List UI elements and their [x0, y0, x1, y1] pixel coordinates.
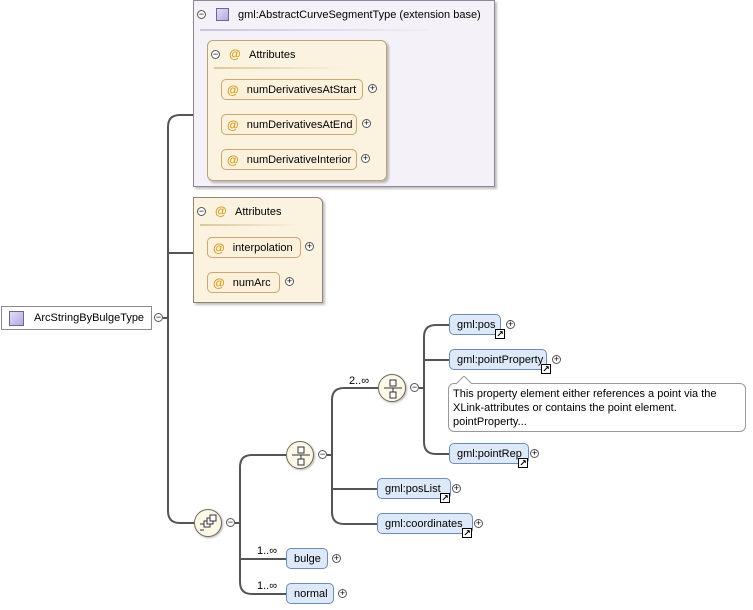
expand-icon[interactable]: + [361, 153, 370, 163]
attribute-label: interpolation [232, 241, 293, 254]
expand-icon[interactable]: + [305, 241, 314, 251]
divider [200, 224, 300, 226]
base-type-label: gml:AbstractCurveSegmentType (extension … [238, 9, 481, 21]
element-gml-coordinates[interactable]: gml:coordinates [377, 513, 473, 534]
attribute-icon: @ [227, 82, 239, 97]
attributes-group-title: Attributes [249, 49, 296, 61]
collapse-icon[interactable]: − [410, 382, 419, 392]
reference-arrow-icon: ↗ [440, 492, 450, 503]
collapse-icon[interactable]: − [197, 206, 206, 216]
tooltip-line: pointProperty... [453, 416, 527, 428]
attribute-label: numDerivativesAtEnd [246, 118, 353, 131]
divider [214, 67, 344, 69]
attribute-numArc[interactable]: @ numArc [207, 272, 280, 293]
element-label: gml:pointRep [457, 447, 522, 460]
reference-arrow-icon: ↗ [462, 527, 472, 538]
complex-type-icon [9, 310, 24, 326]
occurrence-label: 1..∞ [257, 545, 278, 557]
element-normal[interactable]: normal [286, 583, 334, 604]
element-label: gml:pos [457, 318, 496, 331]
choice-icon [384, 379, 402, 399]
attribute-label: numDerivativesAtStart [246, 83, 357, 96]
attribute-icon: @ [227, 152, 239, 167]
attribute-label: numArc [232, 276, 271, 289]
expand-icon[interactable]: + [506, 319, 515, 329]
element-label: gml:coordinates [385, 517, 463, 530]
expand-icon[interactable]: + [338, 588, 347, 598]
sequence-compositor[interactable] [194, 509, 222, 537]
element-gml-pointRep[interactable]: gml:pointRep [449, 443, 529, 464]
reference-arrow-icon: ↗ [541, 363, 551, 374]
expand-icon[interactable]: + [332, 553, 341, 563]
element-gml-pos[interactable]: gml:pos [449, 314, 501, 335]
sequence-icon [200, 514, 217, 531]
tooltip-pointer [456, 376, 472, 385]
attributes-group-title: Attributes [235, 206, 282, 218]
collapse-icon[interactable]: − [154, 312, 163, 322]
expand-icon[interactable]: + [530, 448, 539, 458]
element-label: gml:pointProperty [457, 353, 544, 366]
attribute-numDerivativesAtStart[interactable]: @ numDerivativesAtStart [221, 79, 363, 100]
element-label: gml:posList [385, 482, 441, 495]
sequence-icon [292, 446, 310, 466]
reference-arrow-icon: ↗ [518, 457, 528, 468]
expand-icon[interactable]: + [368, 83, 377, 93]
divider [200, 29, 428, 31]
collapse-icon[interactable]: − [197, 9, 206, 19]
element-gml-pointProperty[interactable]: gml:pointProperty [449, 349, 547, 370]
attribute-icon: @ [215, 204, 227, 218]
collapse-icon[interactable]: − [318, 449, 327, 459]
choice-compositor[interactable] [378, 374, 406, 402]
attribute-numDerivativeInterior[interactable]: @ numDerivativeInterior [221, 149, 357, 170]
attribute-icon: @ [213, 240, 225, 255]
element-label: normal [294, 587, 328, 600]
element-gml-posList[interactable]: gml:posList [377, 478, 451, 499]
sequence-compositor[interactable] [286, 441, 314, 469]
attribute-numDerivativesAtEnd[interactable]: @ numDerivativesAtEnd [221, 114, 357, 135]
reference-arrow-icon: ↗ [495, 328, 505, 339]
root-type-node[interactable]: ArcStringByBulgeType [1, 306, 152, 330]
expand-icon[interactable]: + [362, 118, 371, 128]
expand-icon[interactable]: + [552, 354, 561, 364]
attribute-icon: @ [213, 275, 225, 290]
complex-type-icon [216, 8, 229, 21]
attribute-label: numDerivativeInterior [246, 153, 352, 166]
documentation-tooltip: This property element either references … [448, 383, 746, 432]
attribute-interpolation[interactable]: @ interpolation [207, 237, 301, 258]
tooltip-line: This property element either references … [453, 388, 717, 400]
element-label: bulge [294, 552, 321, 565]
root-type-label: ArcStringByBulgeType [34, 312, 145, 324]
element-bulge[interactable]: bulge [286, 548, 328, 569]
collapse-icon[interactable]: − [211, 49, 220, 59]
collapse-icon[interactable]: − [226, 517, 235, 527]
expand-icon[interactable]: + [474, 518, 483, 528]
expand-icon[interactable]: + [452, 483, 461, 493]
occurrence-label: 1..∞ [257, 580, 278, 592]
expand-icon[interactable]: + [285, 276, 294, 286]
attribute-icon: @ [229, 47, 241, 61]
attribute-icon: @ [227, 117, 239, 132]
occurrence-label: 2..∞ [349, 375, 370, 387]
tooltip-line: XLink-attributes or contains the point e… [453, 402, 677, 414]
